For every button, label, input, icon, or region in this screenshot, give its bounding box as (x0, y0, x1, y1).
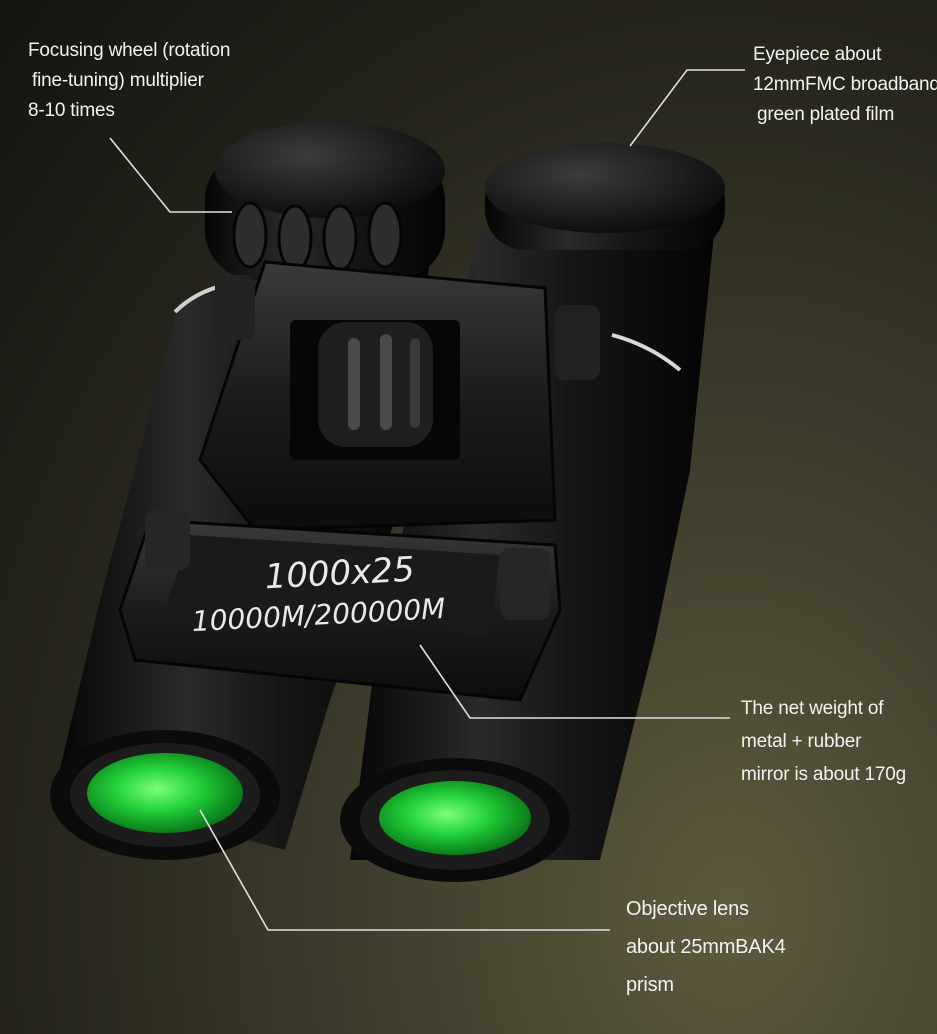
model-marking: 1000x25 (264, 550, 416, 598)
objective-lens-leader (199, 809, 610, 931)
upper-bridge (198, 260, 600, 532)
right-objective (340, 758, 570, 882)
callout-line: about 25mmBAK4 (626, 936, 786, 958)
focusing-wheel-callout: Focusing wheel (rotation fine-tuning) mu… (28, 36, 230, 126)
callout-line: fine-tuning) multiplier (32, 70, 204, 91)
callout-line: Objective lens (626, 898, 749, 920)
net-weight-callout: The net weight of metal + rubber mirror … (741, 692, 906, 791)
callout-line: Eyepiece about (753, 44, 882, 65)
net-weight-leader (419, 644, 730, 719)
center-focus-knob (318, 322, 433, 447)
lower-bridge: 1000x25 10000M/200000M (118, 510, 562, 702)
left-objective (50, 730, 280, 860)
callout-line: 8-10 times (28, 100, 115, 121)
callout-line: green plated film (757, 104, 895, 125)
callout-leader-lines (109, 69, 745, 931)
callout-line: The net weight of (741, 698, 884, 719)
right-objective-lens (379, 781, 531, 855)
callout-line: metal + rubber (741, 731, 862, 752)
callout-line: prism (626, 974, 674, 996)
eyepiece-callout: Eyepiece about 12mmFMC broadband green p… (753, 40, 937, 130)
focusing-wheel-leader (109, 137, 232, 213)
left-eyepiece (215, 122, 445, 218)
eyepiece-leader (629, 69, 745, 147)
focusing-wheel-ridges (232, 201, 403, 272)
right-eyepiece (485, 143, 725, 233)
left-objective-lens (87, 753, 243, 833)
callout-line: 12mmFMC broadband (753, 74, 937, 95)
callout-line: Focusing wheel (rotation (28, 40, 231, 61)
callout-line: mirror is about 170g (741, 764, 906, 785)
objective-lens-callout: Objective lens about 25mmBAK4 prism (626, 890, 786, 1004)
